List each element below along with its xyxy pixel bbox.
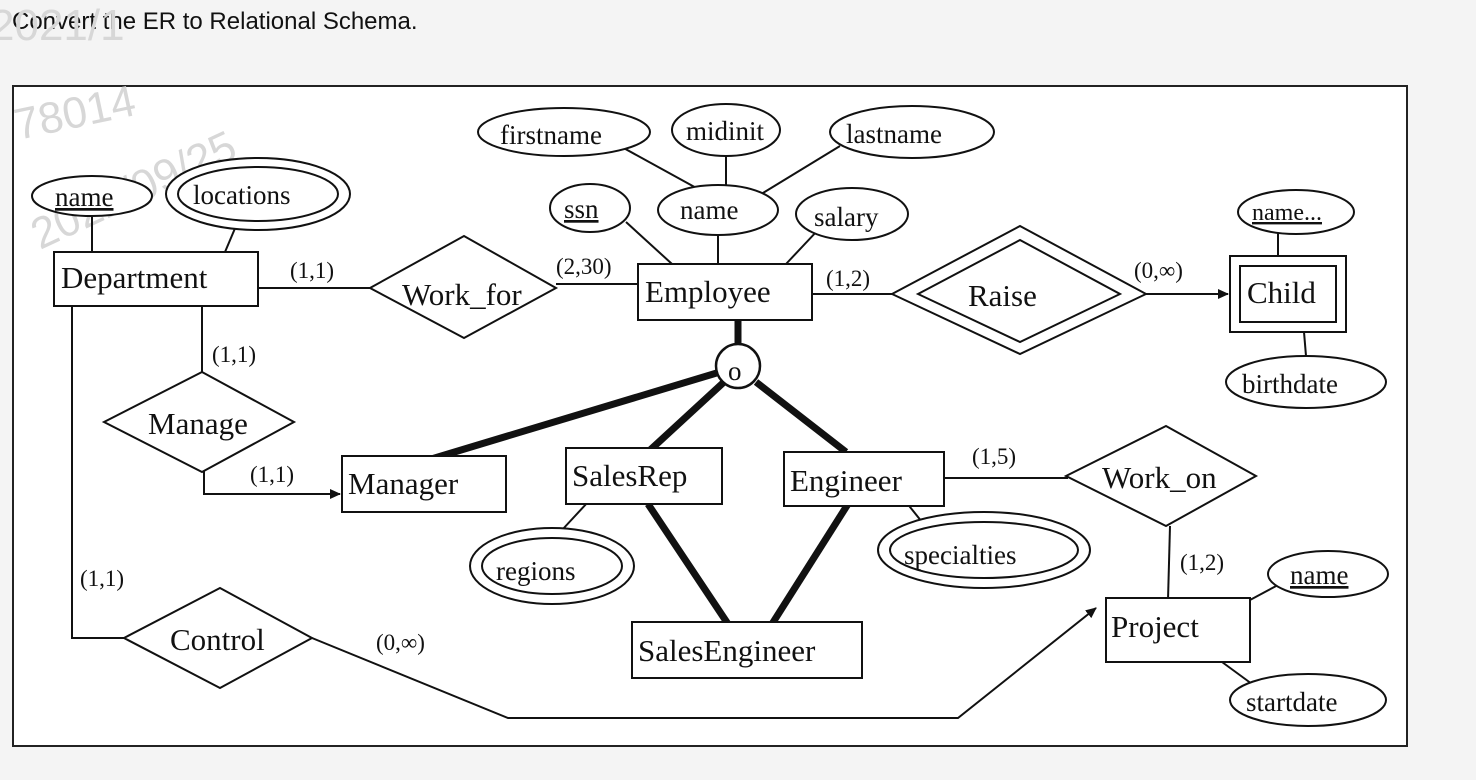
attr-salesrep-regions-inner [481, 537, 623, 595]
line-dept-locations [224, 225, 237, 253]
line-salesrep-regions [561, 501, 589, 531]
card-child-raise: (0,∞) [1134, 258, 1183, 283]
specialization-circle [714, 342, 762, 390]
line-firstname-name [619, 145, 701, 191]
watermark-line-1: 2021/1 [0, 1, 125, 50]
department-label: Department [61, 260, 208, 295]
watermark-line-2: 78014 [10, 76, 140, 149]
card-manager-manage: (1,1) [250, 462, 294, 487]
relationship-control [121, 586, 315, 690]
attr-emp-firstname [477, 107, 651, 157]
attr-dept-name [31, 175, 153, 217]
project-startdate-text: startdate [1246, 687, 1337, 717]
line-project-name [1249, 584, 1279, 601]
entity-child-inner [1239, 265, 1337, 323]
child-birthdate-text: birthdate [1242, 369, 1338, 399]
card-emp-raise: (1,2) [826, 266, 870, 291]
salesrep-regions-text: regions [496, 556, 575, 586]
child-name-text: name... [1252, 200, 1322, 226]
project-label: Project [1111, 609, 1199, 644]
card-dept-control: (1,1) [80, 566, 124, 591]
attr-emp-ssn [549, 183, 631, 233]
attr-emp-midinit [671, 103, 781, 157]
line-control-project [311, 607, 1097, 719]
entity-engineer [783, 451, 945, 507]
emp-firstname-text: firstname [500, 120, 602, 150]
engineer-specialties-text: specialties [904, 540, 1016, 570]
emp-ssn-text: ssn [564, 194, 599, 224]
entity-project [1105, 597, 1251, 663]
emp-name-text: name [680, 195, 738, 225]
attr-project-startdate [1229, 673, 1387, 727]
attr-child-birthdate [1225, 355, 1387, 409]
manager-label: Manager [348, 466, 459, 501]
child-label: Child [1247, 275, 1316, 310]
dept-locations-text: locations [193, 180, 290, 210]
line-lastname-name [757, 145, 841, 197]
line-ssn-employee [625, 221, 673, 265]
attr-project-name [1267, 550, 1389, 598]
workfor-label: Work_for [402, 277, 522, 312]
line-circle-engineer [753, 379, 849, 455]
line-manage-manager [203, 470, 341, 499]
emp-midinit-text: midinit [686, 116, 765, 146]
line-child-birthdate [1303, 331, 1307, 357]
attr-emp-lastname [829, 105, 995, 159]
salesengineer-label: SalesEngineer [638, 633, 816, 668]
line-dept-control [71, 306, 124, 639]
salesrep-label: SalesRep [572, 458, 687, 493]
line-circle-manager [426, 368, 722, 464]
specialization-label: o [728, 356, 742, 386]
workon-label: Work_on [1102, 460, 1217, 495]
employee-label: Employee [645, 274, 771, 309]
card-engineer-workon: (1,5) [972, 444, 1016, 469]
attr-dept-locations-inner [177, 166, 339, 222]
project-name-text: name [1290, 560, 1348, 590]
raise-label: Raise [968, 278, 1037, 313]
card-project-control: (0,∞) [376, 630, 425, 655]
card-emp-workfor: (2,30) [556, 254, 612, 279]
emp-salary-text: salary [814, 202, 879, 232]
question-text: Convert the ER to Relational Schema. [12, 8, 418, 35]
connector-lines [71, 145, 1307, 719]
attr-emp-salary [795, 187, 909, 241]
relationship-manage [101, 370, 297, 474]
card-project-workon: (1,2) [1180, 550, 1224, 575]
line-salary-employee [785, 229, 819, 265]
manage-label: Manage [148, 406, 248, 441]
attr-engineer-specialties-inner [889, 521, 1079, 579]
entity-manager [341, 455, 507, 513]
line-project-startdate [1221, 661, 1253, 685]
entity-salesengineer [631, 621, 863, 679]
line-circle-salesrep [645, 379, 727, 455]
attr-child-name [1237, 189, 1355, 235]
card-dept-manage: (1,1) [212, 342, 256, 367]
relationship-workon [1063, 424, 1259, 528]
entity-salesrep [565, 447, 723, 505]
attr-emp-name [657, 184, 779, 236]
relationship-workfor [367, 234, 559, 340]
emp-lastname-text: lastname [846, 119, 942, 149]
line-workon-project [1167, 525, 1171, 601]
line-engineer-salesengineer [769, 502, 851, 626]
engineer-label: Engineer [790, 463, 903, 498]
control-label: Control [170, 622, 265, 657]
entity-employee [637, 263, 813, 321]
specialization-lines [426, 320, 851, 626]
relationship-raise-inner [915, 238, 1123, 344]
line-salesrep-salesengineer [645, 502, 731, 626]
card-dept-workfor: (1,1) [290, 258, 334, 283]
entity-department [53, 251, 259, 307]
dept-name-text: name [55, 182, 113, 212]
